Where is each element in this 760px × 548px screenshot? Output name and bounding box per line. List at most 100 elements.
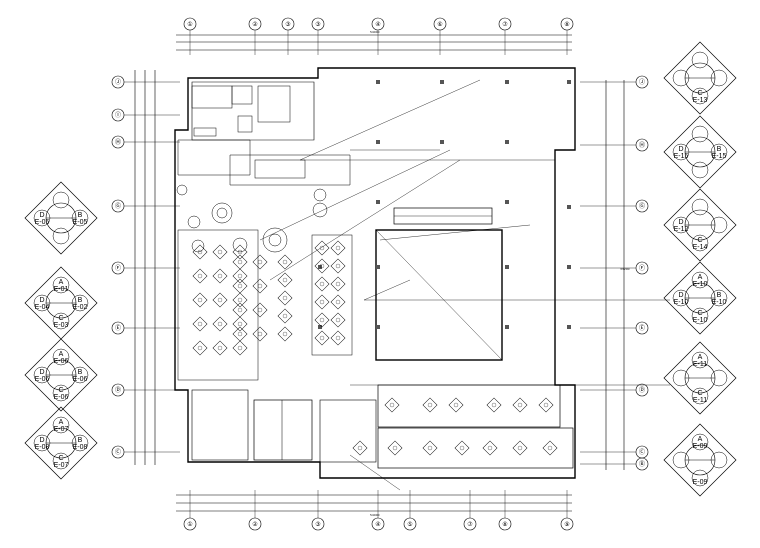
right-grid-bubble: Ⓒ	[635, 445, 649, 459]
dining-table	[314, 330, 330, 346]
dining-table	[212, 340, 228, 356]
tag-letter-top: A	[698, 354, 703, 361]
dining-table	[192, 340, 208, 356]
tag-letter-right: B	[717, 146, 722, 153]
dining-table	[192, 292, 208, 308]
top-grid-bubble-label: ②	[252, 21, 258, 28]
left-grid-bubble: Ⓒ	[111, 445, 125, 459]
dining-table	[252, 278, 268, 294]
elevation-tag: AE-09E-09	[663, 423, 737, 497]
bottom-grid-bubble-label: ⑧	[502, 521, 507, 528]
tag-letter-left: D	[39, 212, 44, 219]
private-room-table	[448, 397, 464, 413]
private-room-table	[384, 397, 400, 413]
dining-table	[277, 290, 293, 306]
tag-ref-top: E-09	[693, 443, 708, 450]
tag-letter-right: B	[78, 297, 83, 304]
dining-table	[330, 330, 346, 346]
dining-table	[212, 268, 228, 284]
dining-table	[232, 254, 248, 270]
dining-table	[232, 340, 248, 356]
tag-ref-top: E-06	[54, 358, 69, 365]
right-grid-bubble-label: Ⓖ	[639, 202, 645, 210]
tag-letter-bottom: C	[58, 315, 63, 322]
bottom-grid-bubble: ②	[248, 517, 262, 531]
tag-letter-left: D	[39, 369, 44, 376]
dining-table	[277, 272, 293, 288]
right-grid-bubble: Ⓖ	[635, 199, 649, 213]
top-grid-bubble-label: ⑦	[502, 21, 508, 28]
top-grid-bubble: ①	[183, 17, 197, 31]
tag-ref-left: E-12	[674, 226, 689, 233]
tag-ref-bottom: E-07	[54, 462, 69, 469]
tag-ref-right: E-15	[712, 153, 727, 160]
private-room-table	[486, 397, 502, 413]
dining-table	[192, 316, 208, 332]
tag-letter-top: A	[698, 436, 703, 443]
top-grid-bubble: ⑧	[560, 17, 574, 31]
bottom-grid-bubble: ⑤	[403, 517, 417, 531]
dining-table	[252, 302, 268, 318]
dining-table	[232, 268, 248, 284]
tag-ref-left: E-15	[674, 153, 689, 160]
tag-letter-left: D	[39, 437, 44, 444]
dining-tables	[192, 240, 558, 456]
dining-table	[232, 292, 248, 308]
dining-table	[314, 294, 330, 310]
tag-letter-bottom: C	[58, 455, 63, 462]
dining-table	[212, 316, 228, 332]
top-grid-bubble-label: ⑧	[564, 21, 569, 28]
right-grid-bubble: Ⓗ	[635, 138, 649, 152]
dining-table	[252, 326, 268, 342]
top-grid-bubble-label: ③	[285, 21, 290, 28]
bottom-grid-bubble-label: ①	[187, 521, 192, 528]
bottom-dimension-block: 54000	[176, 494, 572, 517]
elevation-tag: CE-13	[663, 41, 737, 115]
bottom-grid-bubble-label: ⑨	[564, 521, 569, 528]
tag-ref-left: E-08	[35, 444, 50, 451]
dining-table	[277, 326, 293, 342]
private-room-table	[387, 440, 403, 456]
right-grid-bubble: Ⓑ	[635, 457, 649, 471]
dining-table	[212, 292, 228, 308]
private-room-table	[512, 440, 528, 456]
bottom-grid-bubble-label: ③	[315, 521, 320, 528]
dining-table	[314, 276, 330, 292]
bottom-grid-bubble: ⑧	[498, 517, 512, 531]
dining-table	[192, 244, 208, 260]
left-grid-bubble-label: Ⓕ	[115, 264, 121, 272]
left-grid-bubble: Ⓖ	[111, 199, 125, 213]
left-dimension-block	[134, 70, 156, 465]
right-total-dimension: 33200	[620, 267, 630, 271]
left-grid-bubble: Ⓕ	[111, 261, 125, 275]
right-grid-bubble: Ⓓ	[635, 383, 649, 397]
private-room-table	[512, 397, 528, 413]
left-grid-bubble-label: Ⓔ	[115, 324, 121, 332]
tag-ref-top: E-10	[693, 281, 708, 288]
tag-ref-left: E-06	[35, 376, 50, 383]
dining-table	[314, 240, 330, 256]
dining-table	[212, 244, 228, 260]
right-grid-bubble-label: Ⓙ	[639, 78, 645, 86]
bottom-grid-bubble-label: ④	[375, 521, 380, 528]
dining-table	[330, 276, 346, 292]
left-grid-bubble-label: Ⓓ	[115, 386, 121, 394]
left-grid-bubble: Ⓘ	[111, 108, 125, 122]
tag-letter-bottom: C	[697, 90, 702, 97]
dining-table	[314, 312, 330, 328]
tag-letter-left: D	[678, 292, 683, 299]
dining-table	[232, 326, 248, 342]
bottom-total-dimension: 54000	[370, 513, 380, 517]
private-room-table	[538, 397, 554, 413]
left-grid-bubble-label: Ⓒ	[115, 448, 121, 456]
dining-table	[314, 258, 330, 274]
